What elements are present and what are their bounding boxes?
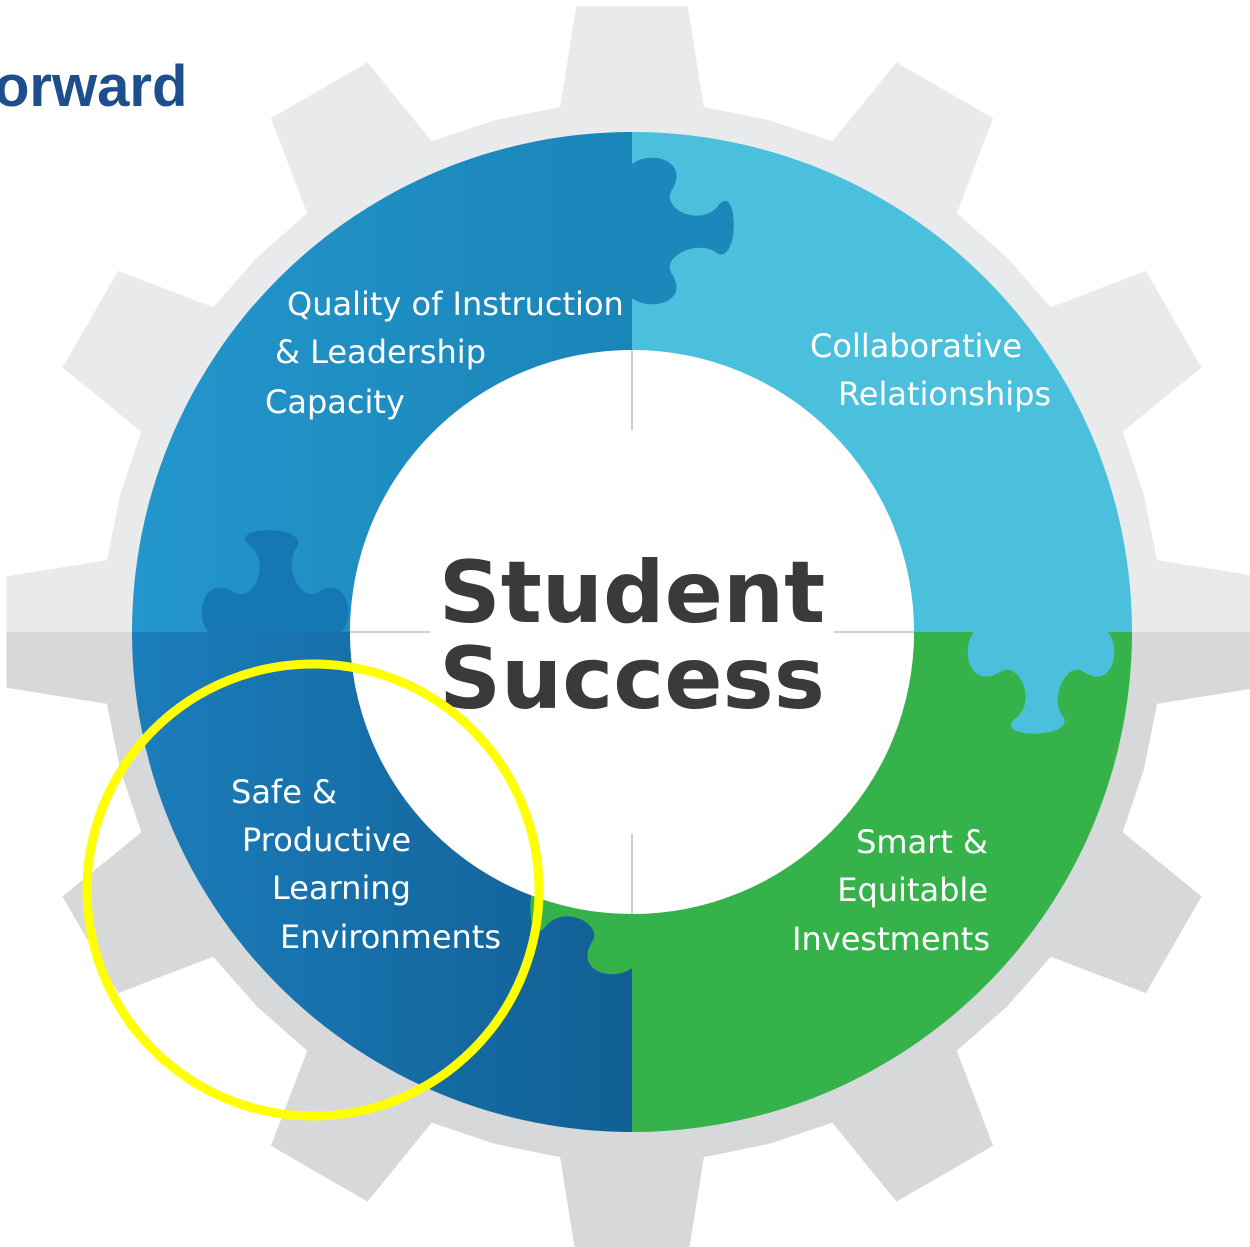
puzzle-tab-right	[967, 632, 1115, 734]
label-line: Smart &	[856, 823, 988, 861]
label-line: Relationships	[838, 375, 1051, 413]
label-quality-of-instruction: Quality of Instruction & Leadership Capa…	[265, 285, 624, 421]
label-line: Capacity	[265, 383, 405, 421]
label-line: Productive	[242, 821, 411, 859]
puzzle-tab-left	[201, 530, 349, 632]
center-circle	[350, 350, 914, 914]
label-line: Learning	[272, 869, 411, 907]
label-line: Quality of Instruction	[287, 285, 624, 323]
label-line: & Leadership	[275, 333, 486, 371]
segment-smart-equitable-investments	[632, 632, 1132, 1132]
label-collaborative-relationships: Collaborative Relationships	[810, 327, 1051, 413]
label-line: Safe &	[231, 773, 337, 811]
segment-quality-of-instruction	[132, 132, 632, 632]
segment-collaborative-relationships	[632, 132, 1132, 632]
label-line: Collaborative	[810, 327, 1022, 365]
label-smart-equitable-investments: Smart & Equitable Investments	[792, 823, 990, 958]
label-line: Equitable	[837, 871, 988, 909]
label-line: Investments	[792, 920, 990, 958]
highlight-circle	[82, 659, 544, 1121]
label-safe-productive-learning: Safe & Productive Learning Environments	[231, 773, 501, 956]
center-title-line2: Success	[439, 629, 825, 729]
center-title-line1: Student	[439, 543, 826, 643]
puzzle-tab-top	[632, 157, 734, 305]
slide-title: orward	[0, 54, 187, 119]
label-line: Environments	[280, 918, 501, 956]
